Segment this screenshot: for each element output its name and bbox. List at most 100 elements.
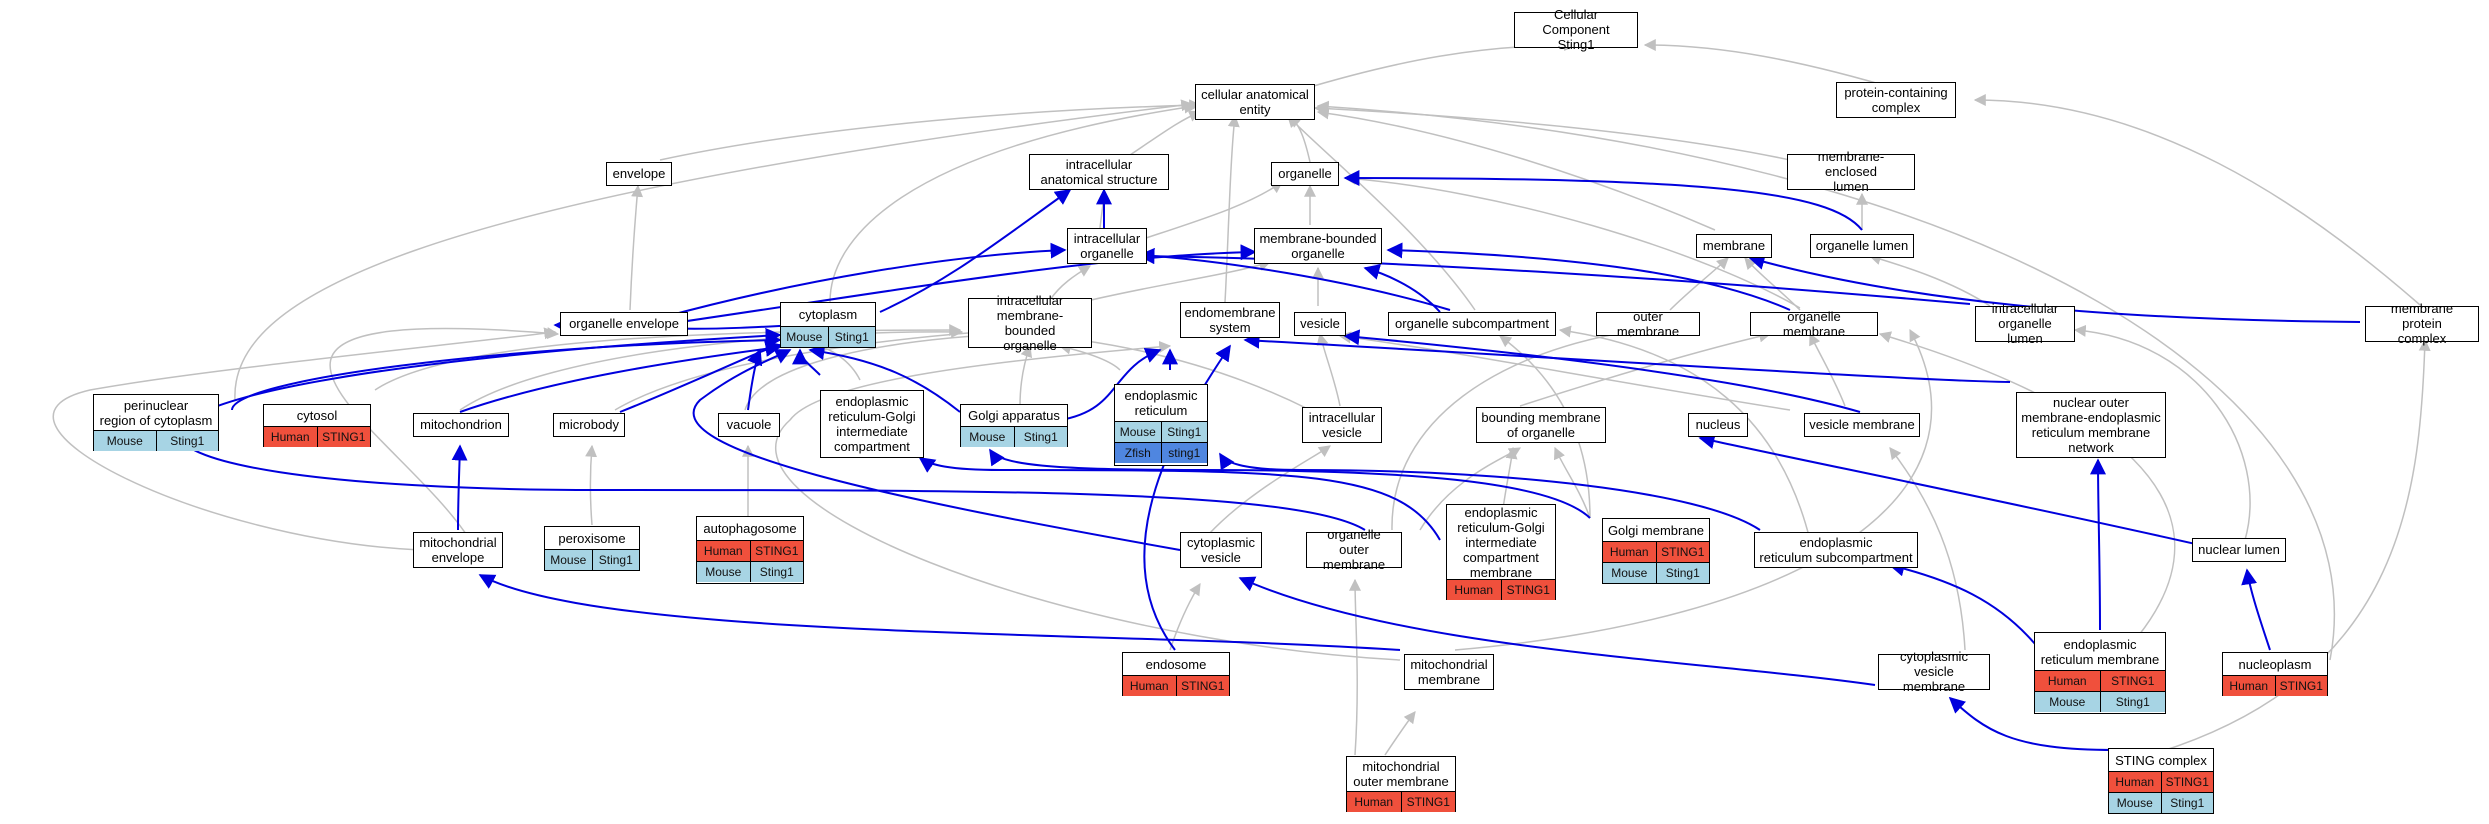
node-intracellular-membrane-bounded-organelle[interactable]: intracellular membrane-bounded organelle — [968, 293, 1092, 353]
edge-sting-cvm — [1948, 696, 2116, 751]
edge-mitoenv-oenv — [52, 327, 557, 551]
node-endomembrane-system[interactable]: endomembrane system — [1180, 302, 1280, 338]
node-er-golgi-intermediate-compartment-membrane[interactable]: endoplasmic reticulum-Golgi intermediate… — [1446, 504, 1556, 600]
node-label: endosome — [1145, 656, 1207, 672]
node-cellular-anatomical-entity[interactable]: cellular anatomical entity — [1195, 84, 1315, 120]
node-organelle-lumen[interactable]: organelle lumen — [1810, 234, 1914, 258]
edge-oom-cytoplasm — [178, 327, 1366, 531]
gene-label: Sting1 — [1655, 563, 1709, 583]
node-vesicle[interactable]: vesicle — [1294, 312, 1346, 336]
node-label: Cellular Component Sting1 — [1542, 7, 1610, 52]
edge-ergic-cytoplasm-p — [792, 348, 821, 376]
node-envelope[interactable]: envelope — [606, 162, 672, 186]
node-vacuole[interactable]: vacuole — [718, 413, 780, 437]
node-label: autophagosome — [703, 521, 797, 536]
node-membrane[interactable]: membrane — [1696, 234, 1772, 258]
node-protein-containing-complex[interactable]: protein-containing complex — [1836, 82, 1956, 118]
node-bounding-membrane-of-organelle[interactable]: bounding membrane of organelle — [1476, 407, 1606, 443]
node-label: nuclear lumen — [2198, 542, 2280, 557]
node-organelle-outer-membrane[interactable]: organelle outer membrane — [1306, 527, 1402, 572]
node-intracellular-anatomical-structure[interactable]: intracellular anatomical structure — [1029, 154, 1169, 190]
gene-label: STING1 — [1500, 580, 1555, 600]
node-label: cytoplasm — [798, 307, 858, 322]
edge-sting-mpc — [2149, 338, 2431, 756]
node-label: organelle lumen — [1815, 238, 1909, 253]
edge-iol-olumen — [1868, 253, 1991, 307]
edge-osub-io — [1138, 247, 1451, 311]
edge-golgi-ems — [1059, 347, 1162, 421]
node-nucleus[interactable]: nucleus — [1688, 413, 1748, 437]
node-cytoplasmic-vesicle[interactable]: cytoplasmic vesicle — [1180, 532, 1262, 568]
species-label: Human — [1123, 676, 1176, 696]
node-intracellular-vesicle[interactable]: intracellular vesicle — [1302, 407, 1382, 443]
node-label: organelle — [1278, 166, 1332, 181]
node-microbody[interactable]: microbody — [553, 413, 625, 437]
node-membrane-protein-complex[interactable]: membrane protein complex — [2365, 301, 2479, 346]
edge-nlumen-iol — [2073, 324, 2251, 541]
edge-organelle-cae — [1289, 115, 1311, 163]
node-label: membrane protein complex — [2390, 301, 2454, 346]
node-cytoplasmic-vesicle-membrane[interactable]: cytoplasmic vesicle membrane — [1878, 649, 1990, 694]
node-organelle[interactable]: organelle — [1271, 162, 1339, 186]
node-label: vacuole — [726, 417, 772, 432]
node-organelle-membrane[interactable]: organelle membrane — [1750, 309, 1878, 339]
node-label: nucleoplasm — [2238, 656, 2312, 672]
node-nuclear-lumen[interactable]: nuclear lumen — [2192, 538, 2286, 562]
species-label: Human — [264, 427, 317, 447]
node-label: intracellular organelle lumen — [1991, 301, 2059, 346]
edge-microbody-cytoplasm — [619, 340, 782, 413]
node-label: endomembrane system — [1184, 304, 1276, 335]
edge-erm-orgmem — [1878, 331, 2176, 641]
node-intracellular-organelle[interactable]: intracellular organelle — [1067, 228, 1147, 264]
edge-endosome-cvesicle — [1169, 582, 1201, 651]
node-mitochondrial-membrane[interactable]: mitochondrial membrane — [1404, 654, 1494, 690]
edge-prc-cytoplasm — [231, 332, 782, 411]
gene-label: Sting1 — [591, 550, 639, 570]
node-outer-membrane[interactable]: outer membrane — [1596, 309, 1700, 339]
node-intracellular-organelle-lumen[interactable]: intracellular organelle lumen — [1975, 301, 2075, 346]
gene-label: STING1 — [2099, 671, 2165, 691]
edge-mito-imbo — [459, 325, 964, 411]
node-label: protein-containing complex — [1844, 84, 1948, 115]
node-organelle-subcompartment[interactable]: organelle subcompartment — [1388, 312, 1556, 336]
node-organelle-envelope[interactable]: organelle envelope — [560, 312, 688, 336]
node-er-subcompartment[interactable]: endoplasmic reticulum subcompartment — [1754, 532, 1918, 568]
node-label: mitochondrial outer membrane — [1353, 759, 1449, 789]
edge-ems-cae — [1224, 114, 1240, 303]
edge-bmo-orgmem — [1519, 330, 1772, 407]
node-label: endoplasmic reticulum-Golgi intermediate… — [1457, 504, 1545, 580]
edge-olumen-organelle — [1343, 170, 1863, 231]
node-root[interactable]: Cellular Component Sting1 — [1514, 7, 1638, 52]
node-label: perinuclear region of cytoplasm — [99, 397, 213, 428]
node-membrane-enclosed-lumen[interactable]: membrane-enclosed lumen — [1787, 149, 1915, 194]
is-a-edges — [52, 39, 2431, 756]
species-label: Mouse — [961, 427, 1014, 447]
node-membrane-bounded-organelle[interactable]: membrane-bounded organelle — [1254, 228, 1382, 264]
node-vesicle-membrane[interactable]: vesicle membrane — [1804, 413, 1920, 437]
node-mitochondrial-envelope[interactable]: mitochondrial envelope — [413, 532, 503, 568]
node-er-golgi-intermediate-compartment[interactable]: endoplasmic reticulum-Golgi intermediate… — [820, 390, 924, 458]
node-nuclear-outer-membrane-er-network[interactable]: nuclear outer membrane-endoplasmic retic… — [2016, 392, 2166, 458]
node-mitochondrion[interactable]: mitochondrion — [413, 413, 509, 437]
edge-mitomem-mitoenv — [478, 574, 1401, 651]
edge-oom-omem — [1391, 325, 1642, 531]
species-label: Mouse — [94, 431, 156, 451]
